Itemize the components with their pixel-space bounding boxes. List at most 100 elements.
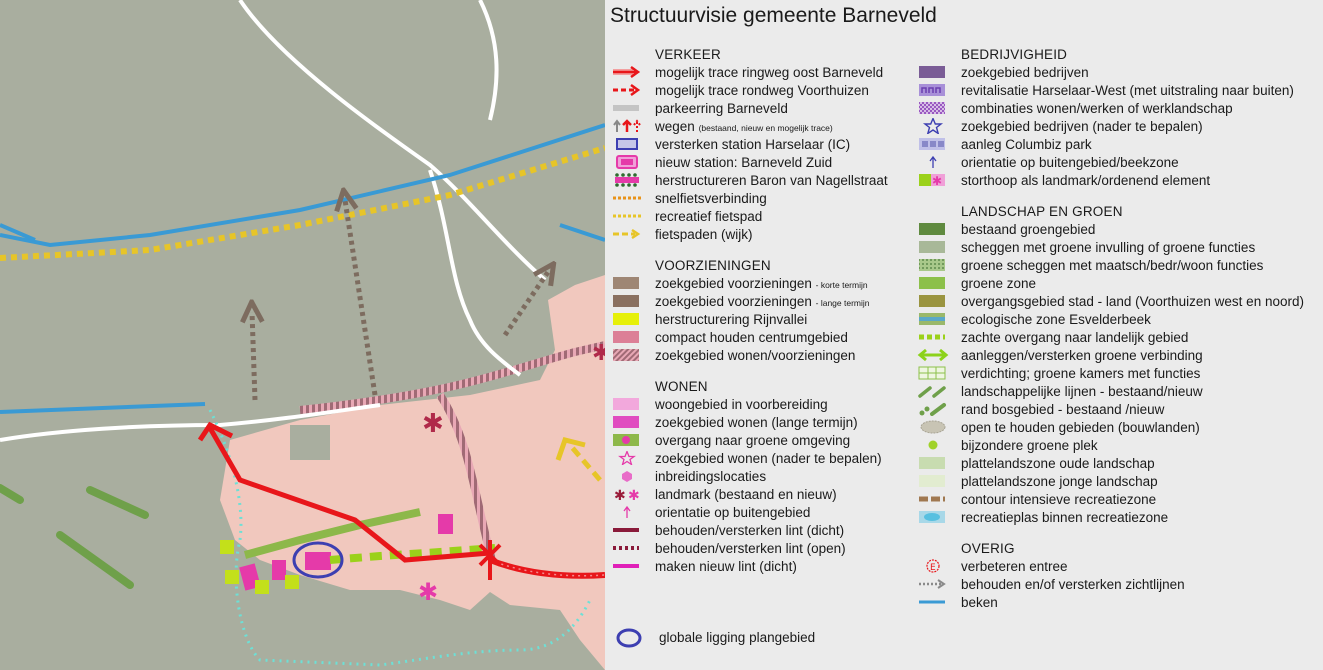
legend-item[interactable]: zoekgebied voorzieningen - lange termijn: [611, 292, 916, 310]
grey-dotted-arrow-icon: [917, 577, 949, 591]
legend-item[interactable]: recreatief fietspad: [611, 207, 916, 225]
entree-cross: [478, 540, 502, 580]
legend-item[interactable]: behouden/versterken lint (open): [611, 539, 916, 557]
legend-item[interactable]: groene zone: [917, 274, 1323, 292]
legend-item[interactable]: compact houden centrumgebied: [611, 328, 916, 346]
map-panel[interactable]: ✱ ✱ ✱: [0, 0, 605, 670]
legend-item[interactable]: maken nieuw lint (dicht): [611, 557, 916, 575]
legend-item[interactable]: scheggen met groene invulling of groene …: [917, 238, 1323, 256]
legend-item[interactable]: mogelijk trace rondweg Voorthuizen: [611, 81, 916, 99]
legend-item[interactable]: nieuw station: Barneveld Zuid: [611, 153, 916, 171]
legend-item-label: behouden/versterken lint (dicht): [655, 522, 845, 538]
legend-item[interactable]: herstructureren Baron van Nagellstraat: [611, 171, 916, 189]
legend-item[interactable]: zoekgebied wonen/voorzieningen: [611, 346, 916, 364]
legend-item[interactable]: versterken station Harselaar (IC): [611, 135, 916, 153]
section-title: VOORZIENINGEN: [655, 258, 771, 273]
legend-item[interactable]: inbreidingslocaties: [611, 467, 916, 485]
woon-block-1: [438, 514, 453, 534]
legend-item[interactable]: plattelandszone oude landschap: [917, 454, 1323, 472]
legend-item-label: contour intensieve recreatiezone: [961, 491, 1157, 507]
legend-item[interactable]: revitalisatie Harselaar-West (met uitstr…: [917, 81, 1323, 99]
legend-item[interactable]: recreatieplas binnen recreatiezone: [917, 508, 1323, 526]
orange-dotted-line-icon: [611, 191, 643, 205]
lime-dashed-line-icon: [917, 330, 949, 344]
legend-item-label: aanleg Columbiz park: [961, 136, 1092, 152]
legend-item-plangebied[interactable]: globale ligging plangebied: [615, 628, 815, 647]
legend-item[interactable]: fietspaden (wijk): [611, 225, 916, 243]
legend-item[interactable]: combinaties wonen/werken of werklandscha…: [917, 99, 1323, 117]
legend-item[interactable]: wegen (bestaand, nieuw en mogelijk trace…: [611, 117, 916, 135]
legend-item[interactable]: groene scheggen met maatsch/bedr/woon fu…: [917, 256, 1323, 274]
legend-item[interactable]: plattelandszone jonge landschap: [917, 472, 1323, 490]
green-grid-icon: [917, 366, 949, 380]
hatched-zone-road: [299, 341, 605, 414]
ringweg-east-hatch: [489, 559, 605, 577]
urban-area: [220, 275, 605, 670]
legend-item[interactable]: bestaand groengebied: [917, 220, 1323, 238]
legend-item[interactable]: E verbeteren entree: [917, 557, 1323, 575]
green-band: [243, 508, 421, 559]
legend-item[interactable]: ✱✱ landmark (bestaand en nieuw): [611, 485, 916, 503]
legend-item-label: snelfietsverbinding: [655, 190, 767, 206]
dark-brown-square-icon: [611, 294, 643, 308]
legend-section-overig: OVERIG E verbeteren entree behouden en/o…: [917, 540, 1323, 611]
purple-hatched-icon: [917, 101, 949, 115]
legend-item[interactable]: orientatie op buitengebied/beekzone: [917, 153, 1323, 171]
legend-item[interactable]: overgangsgebied stad - land (Voorthuizen…: [917, 292, 1323, 310]
blue-line-icon: [917, 595, 949, 609]
eco-zone-icon: [917, 312, 949, 326]
legend-item[interactable]: overgang naar groene omgeving: [611, 431, 916, 449]
blue-star-icon: [917, 118, 949, 134]
hatched-rose-square-icon: [611, 348, 643, 362]
lime-square-icon: [611, 312, 643, 326]
legend-item[interactable]: landschappelijke lijnen - bestaand/nieuw: [917, 382, 1323, 400]
legend-item[interactable]: zoekgebied wonen (nader te bepalen): [611, 449, 916, 467]
legend-item[interactable]: rand bosgebied - bestaand /nieuw: [917, 400, 1323, 418]
cyan-blur-square-icon: [917, 510, 949, 524]
legend-item-label: groene scheggen met maatsch/bedr/woon fu…: [961, 257, 1264, 273]
legend-item-label: open te houden gebieden (bouwlanden): [961, 419, 1200, 435]
legend-item[interactable]: aanleggen/versterken groene verbinding: [917, 346, 1323, 364]
plangebied-ellipse[interactable]: [292, 541, 344, 579]
legend-item[interactable]: beken: [917, 593, 1323, 611]
legend-item-label: compact houden centrumgebied: [655, 329, 848, 345]
brown-dashed-line-icon: [917, 492, 949, 506]
legend-item[interactable]: zoekgebied bedrijven (nader te bepalen): [917, 117, 1323, 135]
svg-text:✱: ✱: [932, 174, 942, 187]
dotted-green-square-icon: [917, 258, 949, 272]
legend-item[interactable]: ecologische zone Esvelderbeek: [917, 310, 1323, 328]
legend-item[interactable]: herstructurering Rijnvallei: [611, 310, 916, 328]
legend-item[interactable]: open te houden gebieden (bouwlanden): [917, 418, 1323, 436]
legend-item[interactable]: snelfietsverbinding: [611, 189, 916, 207]
beek-northwest: [0, 223, 36, 242]
legend-item[interactable]: zoekgebied bedrijven: [917, 63, 1323, 81]
legend-item[interactable]: orientatie op buitengebied: [611, 503, 916, 521]
legend-section-voorzieningen: VOORZIENINGEN zoekgebied voorzieningen -…: [611, 257, 916, 364]
legend-item-label: parkeerring Barneveld: [655, 100, 788, 116]
legend-item-label: revitalisatie Harselaar-West (met uitstr…: [961, 82, 1294, 98]
legend-item-label: aanleggen/versterken groene verbinding: [961, 347, 1203, 363]
legend-item[interactable]: contour intensieve recreatiezone: [917, 490, 1323, 508]
legend-item[interactable]: behouden en/of versterken zichtlijnen: [917, 575, 1323, 593]
legend-item[interactable]: ✱ storthoop als landmark/ordenend elemen…: [917, 171, 1323, 189]
legend-item[interactable]: parkeerring Barneveld: [611, 99, 916, 117]
legend-item[interactable]: behouden/versterken lint (dicht): [611, 521, 916, 539]
magenta-hexagon-icon: [611, 469, 643, 483]
legend-item[interactable]: mogelijk trace ringweg oost Barneveld: [611, 63, 916, 81]
legend-item-label: zoekgebied voorzieningen - korte termijn: [655, 275, 868, 291]
road-north: [428, 169, 522, 377]
very-pale-green-square-icon: [917, 474, 949, 488]
legend-item[interactable]: aanleg Columbiz park: [917, 135, 1323, 153]
legend-item[interactable]: verdichting; groene kamers met functies: [917, 364, 1323, 382]
legend-item[interactable]: zoekgebied voorzieningen - korte termijn: [611, 274, 916, 292]
legend-item[interactable]: zachte overgang naar landelijk gebied: [917, 328, 1323, 346]
legend-item[interactable]: bijzondere groene plek: [917, 436, 1323, 454]
cyan-route: [208, 409, 592, 667]
legend-item[interactable]: zoekgebied wonen (lange termijn): [611, 413, 916, 431]
pale-green-square-icon: [917, 456, 949, 470]
legend-item[interactable]: woongebied in voorbereiding: [611, 395, 916, 413]
urban-notch: [290, 425, 330, 460]
legend-item-label: bestaand groengebied: [961, 221, 1096, 237]
legend-item-label: zoekgebied bedrijven: [961, 64, 1089, 80]
legend-item-label: wegen (bestaand, nieuw en mogelijk trace…: [655, 118, 833, 134]
